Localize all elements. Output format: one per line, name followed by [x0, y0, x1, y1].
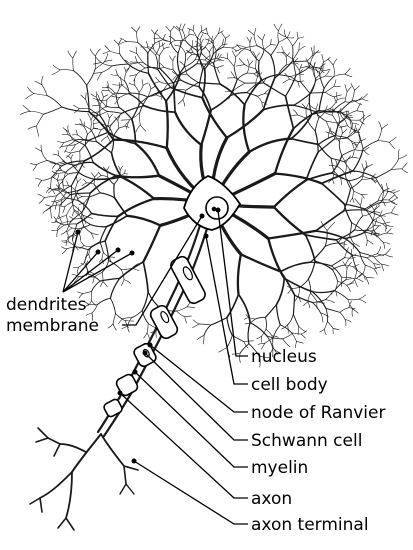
label-dendrites: dendrites: [6, 295, 87, 315]
label-nucleus: nucleus: [251, 347, 317, 367]
label-membrane: membrane: [6, 316, 99, 336]
label-myelin: myelin: [251, 458, 308, 478]
label-node-of-ranvier: node of Ranvier: [251, 403, 385, 423]
label-axon: axon: [251, 489, 292, 509]
label-cell-body: cell body: [251, 375, 328, 395]
dendrite-branch: [114, 184, 115, 197]
label-schwann-cell: Schwann cell: [251, 431, 362, 451]
label-axon-terminal: axon terminal: [251, 515, 369, 535]
